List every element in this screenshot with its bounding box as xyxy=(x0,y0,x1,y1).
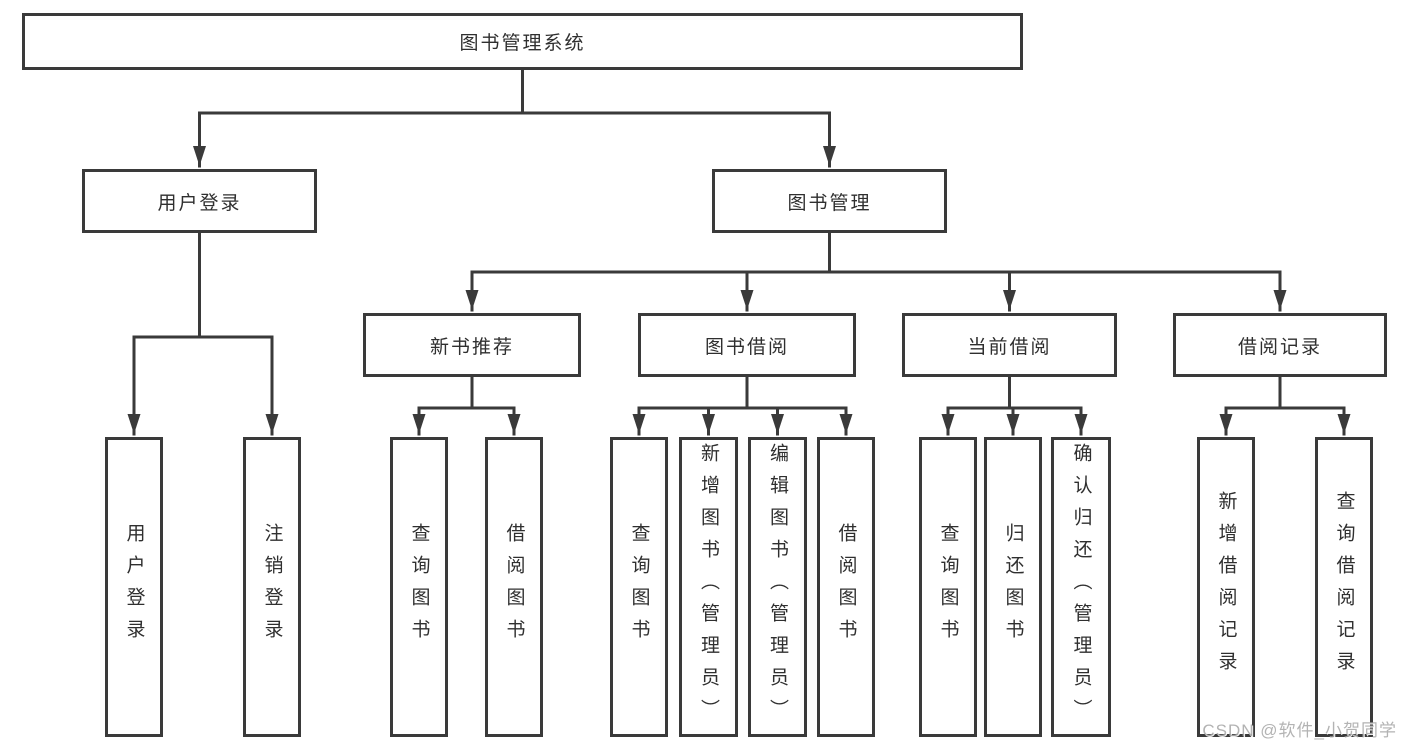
node-label: 借阅图书 xyxy=(835,523,857,651)
connector-root-to-level2 xyxy=(193,68,836,168)
node-label: 图书借阅 xyxy=(704,336,789,358)
leaf-edit-books-admin: 编辑图书（管理员） xyxy=(748,437,807,737)
node-label: 确认归还（管理员） xyxy=(1070,443,1092,731)
node-current-borrow: 当前借阅 xyxy=(902,313,1117,377)
leaf-user-login: 用户登录 xyxy=(105,437,163,737)
node-label: 新增图书（管理员） xyxy=(698,443,719,731)
leaf-borrow-books-recommend: 借阅图书 xyxy=(485,437,543,737)
node-label: 当前借阅 xyxy=(967,336,1052,358)
node-label: 归还图书 xyxy=(1002,523,1024,651)
node-label: 图书管理 xyxy=(787,192,872,214)
node-label: 查询图书 xyxy=(628,523,650,651)
node-label: 查询图书 xyxy=(937,523,959,651)
connector-borrow-records-to-leaves xyxy=(1219,375,1351,436)
connector-book-borrow-to-leaves xyxy=(632,375,853,436)
node-book-borrow: 图书借阅 xyxy=(638,313,856,377)
connector-new-book-recommend-to-leaves xyxy=(412,375,521,436)
node-label: 用户登录 xyxy=(123,523,145,651)
node-user-login: 用户登录 xyxy=(82,169,317,233)
node-label: 查询图书 xyxy=(408,523,430,651)
node-label: 图书管理系统 xyxy=(459,33,586,54)
node-new-book-recommend: 新书推荐 xyxy=(363,313,581,377)
leaf-add-books-admin: 新增图书（管理员） xyxy=(679,437,738,737)
leaf-query-borrow-record: 查询借阅记录 xyxy=(1315,437,1373,737)
node-label: 新增借阅记录 xyxy=(1215,491,1237,683)
leaf-borrow-books: 借阅图书 xyxy=(817,437,875,737)
leaf-query-books-borrow: 查询图书 xyxy=(610,437,668,737)
connector-user-login-to-leaves xyxy=(127,231,279,436)
leaf-query-books-recommend: 查询图书 xyxy=(390,437,448,737)
connector-book-management-to-level3 xyxy=(465,231,1287,312)
node-label: 用户登录 xyxy=(157,192,242,214)
connector-current-borrow-to-leaves xyxy=(941,375,1088,436)
node-book-management: 图书管理 xyxy=(712,169,947,233)
leaf-query-books-current: 查询图书 xyxy=(919,437,977,737)
node-label: 新书推荐 xyxy=(429,336,514,358)
leaf-confirm-return-admin: 确认归还（管理员） xyxy=(1051,437,1111,737)
leaf-return-books: 归还图书 xyxy=(984,437,1042,737)
node-label: 借阅图书 xyxy=(503,523,525,651)
node-label: 编辑图书（管理员） xyxy=(767,443,788,731)
node-borrow-records: 借阅记录 xyxy=(1173,313,1387,377)
leaf-logout: 注销登录 xyxy=(243,437,301,737)
node-label: 注销登录 xyxy=(261,523,283,651)
node-root-library-management-system: 图书管理系统 xyxy=(22,13,1023,70)
csdn-watermark: CSDN @软件_小贺同学 xyxy=(1202,721,1397,740)
node-label: 查询借阅记录 xyxy=(1333,491,1355,683)
node-label: 借阅记录 xyxy=(1237,336,1322,358)
leaf-add-borrow-record: 新增借阅记录 xyxy=(1197,437,1255,737)
